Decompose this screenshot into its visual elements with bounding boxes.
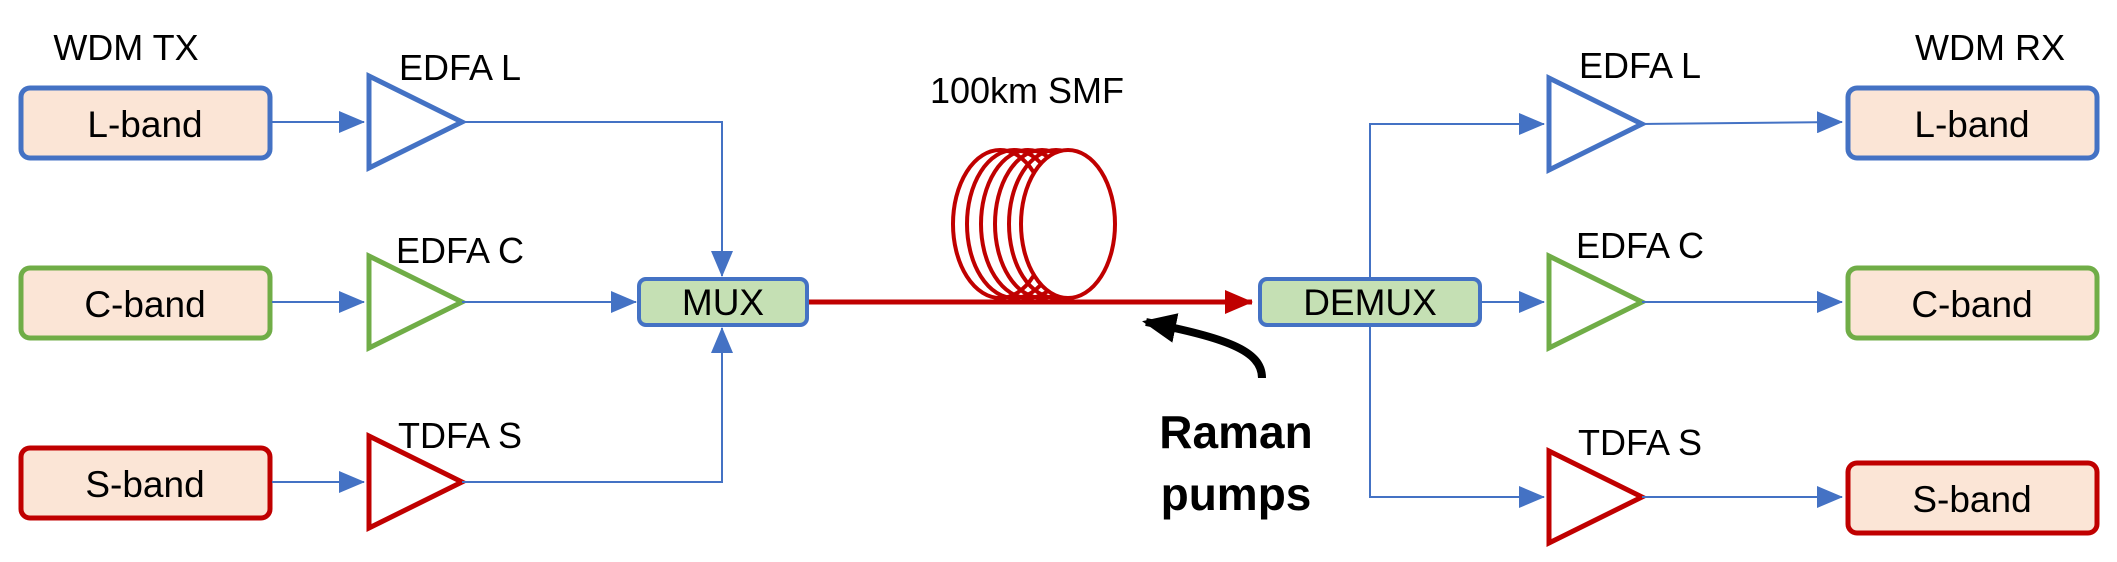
raman-label-line2: pumps	[1161, 468, 1312, 520]
edfa-l-to-mux-connector	[462, 121, 733, 277]
fiber-coil-icon	[951, 148, 1117, 300]
tx-s-band-label: S-band	[85, 464, 204, 505]
demux-block: DEMUX	[1258, 277, 1482, 327]
demux-label: DEMUX	[1303, 282, 1437, 323]
rx-l-band-label: L-band	[1914, 104, 2029, 145]
tdfa-s-to-mux-connector	[462, 327, 733, 483]
tx-title: WDM TX	[53, 27, 198, 68]
tx-l-band-box: L-band	[18, 85, 273, 161]
raman-pump-arrow	[1142, 313, 1266, 379]
rx-c-band-box: C-band	[1845, 265, 2100, 341]
edfa-c-left-label: EDFA C	[396, 230, 524, 271]
tdfa-s-right-label: TDFA S	[1578, 422, 1702, 463]
mux-block: MUX	[637, 277, 809, 327]
rx-s-band-label: S-band	[1912, 479, 2031, 520]
tx-c-band-label: C-band	[84, 284, 205, 325]
tx-c-band-box: C-band	[18, 265, 273, 341]
tdfa-s-left-amplifier-icon	[366, 431, 468, 533]
demux-to-tdfa-s-connector	[1369, 325, 1545, 508]
mux-label: MUX	[682, 282, 764, 323]
tdfa-s-right-amplifier-icon	[1546, 446, 1648, 548]
edfa-l-right-amplifier-icon	[1546, 73, 1648, 175]
fiber-label: 100km SMF	[930, 70, 1124, 111]
tx-l-band-label: L-band	[87, 104, 202, 145]
rx-title: WDM RX	[1915, 27, 2065, 68]
edfa-l-left-amplifier-icon	[366, 71, 468, 173]
rx-c-band-label: C-band	[1911, 284, 2032, 325]
edfa-l-left-label: EDFA L	[399, 47, 521, 88]
demux-to-edfa-l-connector	[1369, 113, 1545, 279]
edfa-l-to-rx-arrow	[1641, 111, 1843, 134]
edfa-c-right-label: EDFA C	[1576, 225, 1704, 266]
edfa-c-right-amplifier-icon	[1546, 251, 1648, 353]
raman-label-line1: Raman	[1159, 406, 1312, 458]
tdfa-s-left-label: TDFA S	[398, 415, 522, 456]
tx-s-band-box: S-band	[18, 445, 273, 521]
edfa-c-left-amplifier-icon	[366, 251, 468, 353]
edfa-l-right-label: EDFA L	[1579, 45, 1701, 86]
rx-s-band-box: S-band	[1845, 460, 2100, 536]
rx-l-band-box: L-band	[1845, 85, 2100, 161]
